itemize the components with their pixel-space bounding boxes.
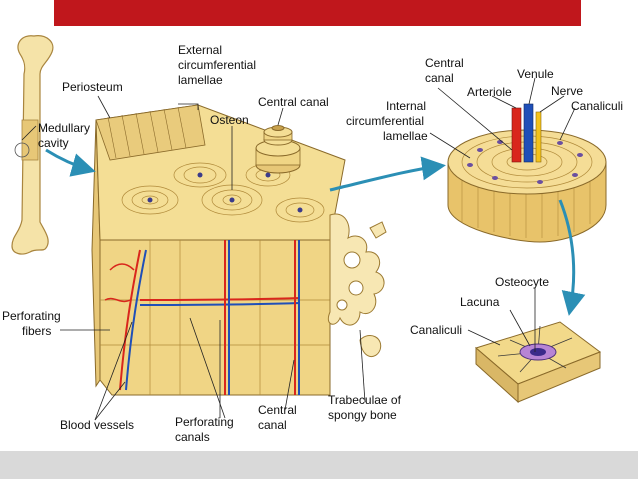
title-bar	[54, 0, 581, 26]
label-arteriole: Arteriole	[467, 85, 512, 99]
label-central-canal-top: Central canal	[258, 95, 329, 109]
leader-lines	[21, 77, 576, 421]
label-internal-circumferential-lamellae-line3: lamellae	[383, 129, 428, 143]
label-perforating-canals-line2: canals	[175, 430, 210, 444]
label-canaliculi-top: Canaliculi	[571, 99, 623, 113]
label-osteon: Osteon	[210, 113, 249, 127]
label-medullary-cavity-line1: Medullary	[38, 121, 90, 135]
label-trabeculae-line2: spongy bone	[328, 408, 397, 422]
lacuna-detail	[474, 321, 602, 404]
label-medullary-cavity-line2: cavity	[38, 136, 69, 150]
label-external-circumferential-lamellae-line3: lamellae	[178, 73, 223, 87]
spongy-bone	[327, 213, 387, 358]
osteon-cylinder	[255, 125, 301, 174]
label-trabeculae-line1: Trabeculae of	[328, 393, 402, 407]
labels: External circumferential lamellae Perios…	[2, 43, 623, 444]
label-venule: Venule	[517, 67, 554, 81]
label-blood-vessels: Blood vessels	[60, 418, 134, 432]
label-perforating-fibers-line2: fibers	[22, 324, 51, 338]
osteon-detail	[447, 103, 607, 243]
label-central-canal-right-line2: canal	[425, 71, 454, 85]
label-canaliculi-bottom: Canaliculi	[410, 323, 462, 337]
label-nerve: Nerve	[551, 84, 583, 98]
label-external-circumferential-lamellae-line1: External	[178, 43, 222, 57]
label-perforating-canals-line1: Perforating	[175, 415, 234, 429]
label-internal-circumferential-lamellae-line2: circumferential	[346, 114, 424, 128]
label-perforating-fibers-line1: Perforating	[2, 309, 61, 323]
compact-bone-block	[91, 104, 346, 396]
label-central-canal-right-line1: Central	[425, 56, 464, 70]
label-osteocyte: Osteocyte	[495, 275, 549, 289]
footer-bar	[0, 451, 638, 479]
pointer-arrows	[45, 148, 586, 316]
label-external-circumferential-lamellae-line2: circumferential	[178, 58, 256, 72]
label-periosteum: Periosteum	[62, 80, 123, 94]
label-central-canal-bottom-line1: Central	[258, 403, 297, 417]
femur-illustration	[11, 35, 54, 255]
label-internal-circumferential-lamellae-line1: Internal	[386, 99, 426, 113]
label-lacuna: Lacuna	[460, 295, 500, 309]
blood-vessels	[104, 240, 301, 395]
label-central-canal-bottom-line2: canal	[258, 418, 287, 432]
